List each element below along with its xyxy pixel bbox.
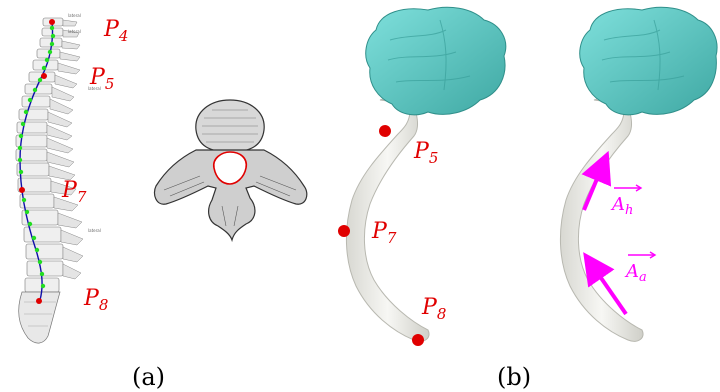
marker-p5-a [41, 73, 47, 79]
caption-b: (b) [497, 363, 531, 391]
label-p5-a: P5 [89, 65, 114, 93]
label-p7-b: P7 [371, 219, 397, 247]
label-p8-b: P8 [421, 295, 446, 323]
marker-p4-a [49, 19, 55, 25]
brain-shape-left [366, 7, 506, 115]
svg-text:Aa: Aa [624, 261, 647, 285]
caption-a: (a) [132, 363, 165, 391]
marker-p8-a [36, 298, 42, 304]
spinal-cord-model-right [560, 7, 717, 341]
vector-aa-label: Aa [624, 252, 655, 285]
marker-p7-b [338, 225, 350, 237]
label-p4-a: P4 [103, 17, 128, 45]
label-p5-b: P5 [413, 139, 438, 167]
vertebra-cross-section-drawing [154, 100, 306, 240]
brain-shape-right [580, 7, 717, 115]
marker-p8-b [412, 334, 424, 346]
label-p7-a: P7 [61, 178, 87, 206]
marker-p7-a [19, 187, 25, 193]
label-p8-a: P8 [83, 286, 108, 314]
marker-p5-b [379, 125, 391, 137]
svg-text:Ah: Ah [610, 194, 633, 218]
svg-text:lateral: lateral [88, 228, 101, 233]
svg-text:lateral: lateral [68, 13, 81, 18]
svg-text:lateral: lateral [68, 29, 81, 34]
vector-ah-label: Ah [610, 185, 641, 218]
